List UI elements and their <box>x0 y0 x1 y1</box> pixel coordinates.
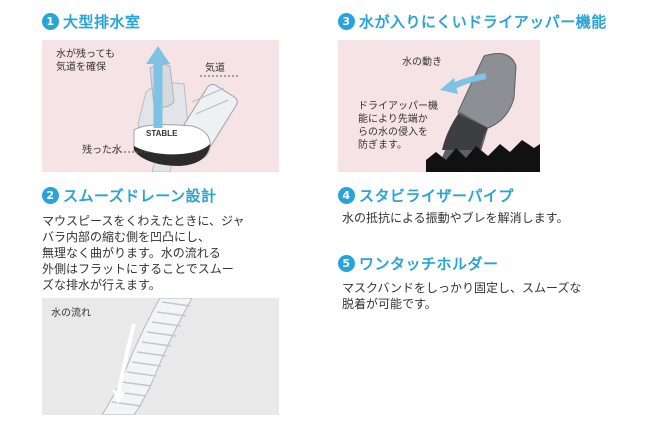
section-5-title: 5 ワンタッチホルダー <box>338 253 499 274</box>
drain-arrow-icon <box>146 46 170 128</box>
section-3-title-text: 水が入りにくいドライアッパー機能 <box>359 13 607 31</box>
label-airway-secured: 水が残っても 気道を確保 <box>56 49 115 73</box>
section-3-number: 3 <box>338 13 355 30</box>
label-water-flow: 水の流れ <box>51 308 91 319</box>
section-3-panel: 水の動き ドライアッパー機 能により先端か らの水の侵入を 防ぎます。 <box>338 40 540 172</box>
section-5-title-text: ワンタッチホルダー <box>359 255 499 273</box>
section-2-panel: 水の流れ <box>42 298 279 415</box>
label-remaining-water: 残った水 <box>82 145 122 156</box>
section-4-description: 水の抵抗による振動やブレを解消します。 <box>342 211 569 225</box>
label-dry-upper-description: ドライアッパー機 能により先端か らの水の侵入を 防ぎます。 <box>358 101 438 151</box>
section-2-number: 2 <box>42 187 59 204</box>
section-1-number: 1 <box>42 13 59 30</box>
dry-upper-illustration <box>426 53 540 172</box>
section-4-number: 4 <box>338 187 355 204</box>
section-4-title-text: スタビライザーパイプ <box>359 187 514 205</box>
label-airway: 気道 <box>205 63 225 74</box>
section-3-title: 3 水が入りにくいドライアッパー機能 <box>338 11 607 32</box>
corrugated-tube-illustration <box>101 298 193 415</box>
section-2-description: マウスピースをくわえたときに、ジャ バラ内部の縮む側を凹凸にし、 無理なく曲がり… <box>42 214 245 292</box>
drain-chamber-illustration: STABLE <box>112 46 238 172</box>
section-1-panel: STABLE 水が残っても 気道を確保 気道 残った水 <box>42 40 279 172</box>
section-5-description: マスクバンドをしっかり固定し、スムーズな 脱着が可能です。 <box>342 281 582 311</box>
water-flow-arrow-icon <box>112 323 136 404</box>
brand-text: STABLE <box>146 129 178 138</box>
section-2-title-text: スムーズドレーン設計 <box>63 187 217 205</box>
label-water-motion: 水の動き <box>402 57 442 68</box>
section-2-title: 2 スムーズドレーン設計 <box>42 185 217 206</box>
section-1-title: 1 大型排水室 <box>42 11 141 32</box>
water-motion-arrow-icon <box>440 73 487 94</box>
section-1-title-text: 大型排水室 <box>63 13 141 31</box>
section-5-number: 5 <box>338 255 355 272</box>
section-4-title: 4 スタビライザーパイプ <box>338 185 514 206</box>
